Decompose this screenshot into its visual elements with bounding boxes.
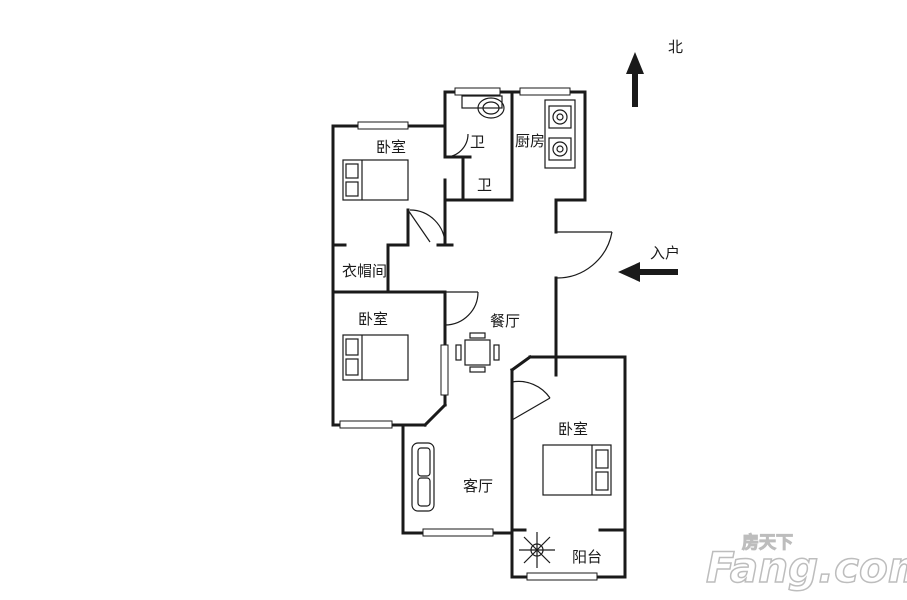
room-label-living: 客厅 [463,477,493,495]
bed-icon-mid [342,334,409,381]
doors [407,133,613,421]
plant-icon [519,532,555,568]
room-label-bedroom-top: 卧室 [376,138,406,156]
room-label-kitchen: 厨房 [515,132,545,150]
svg-text:房天下: 房天下 [742,532,793,553]
north-arrow-icon [626,52,644,107]
room-label-bedroom-right: 卧室 [558,420,588,438]
dining-table-icon [455,332,500,373]
stove-icon [544,99,576,169]
fang-watermark-logo: 房天下 Fang.com [705,532,907,593]
room-label-bath-small: 卫 [470,133,485,151]
toilet-icon [461,95,505,119]
entrance-label: 入户 [650,244,680,262]
entrance-arrow-icon [618,262,678,282]
room-label-dining: 餐厅 [490,312,520,330]
room-label-bedroom-mid: 卧室 [358,310,388,328]
room-label-cloakroom: 衣帽间 [342,262,387,280]
bed-icon-top [342,159,409,201]
north-label: 北 [668,38,683,56]
sofa-icon [411,442,435,512]
bed-icon-right [542,444,612,496]
room-label-balcony: 阳台 [572,548,602,566]
svg-text:Fang.com: Fang.com [706,543,907,592]
windows [339,87,598,581]
room-label-bath: 卫 [477,176,492,194]
